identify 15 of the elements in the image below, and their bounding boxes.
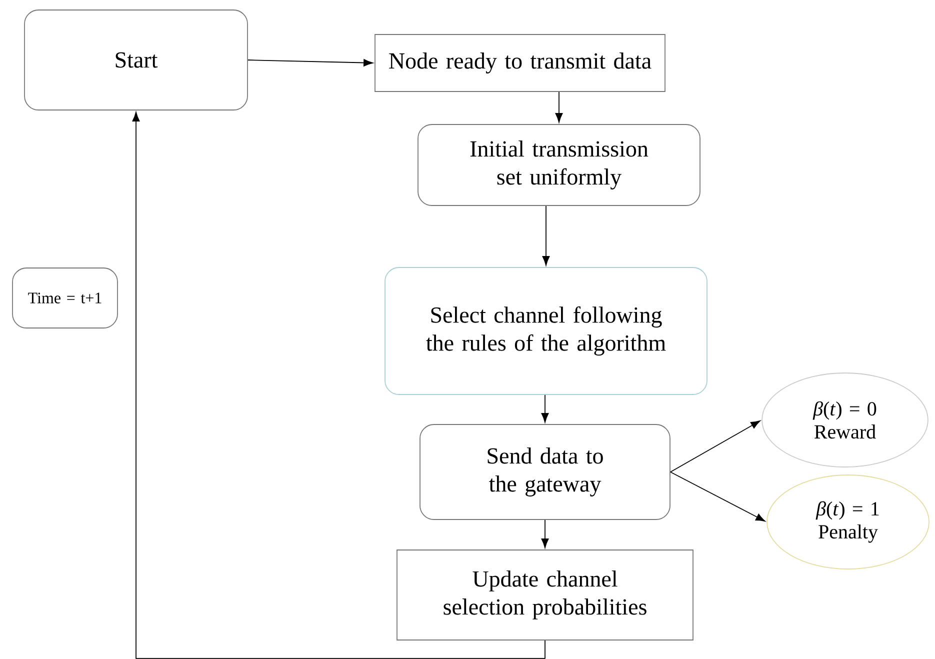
arrow [248, 59, 374, 66]
arrow [555, 92, 563, 123]
process-box: Select channel following the rules of the algorithm [384, 267, 708, 395]
arrow [541, 520, 549, 548]
note-box: Time = t+1 [12, 268, 118, 328]
arrow [670, 420, 760, 472]
process-box: Send data to the gateway [420, 424, 670, 520]
process-box: Initial transmission set uniformly [418, 124, 700, 206]
arrow [132, 112, 546, 659]
arrow [542, 206, 550, 266]
arrow [670, 472, 766, 522]
process-box: Update channel selection probabilities [396, 550, 694, 640]
start-box: Start [24, 10, 248, 110]
process-box: Node ready to transmit data [374, 34, 666, 92]
arrow [541, 394, 549, 423]
